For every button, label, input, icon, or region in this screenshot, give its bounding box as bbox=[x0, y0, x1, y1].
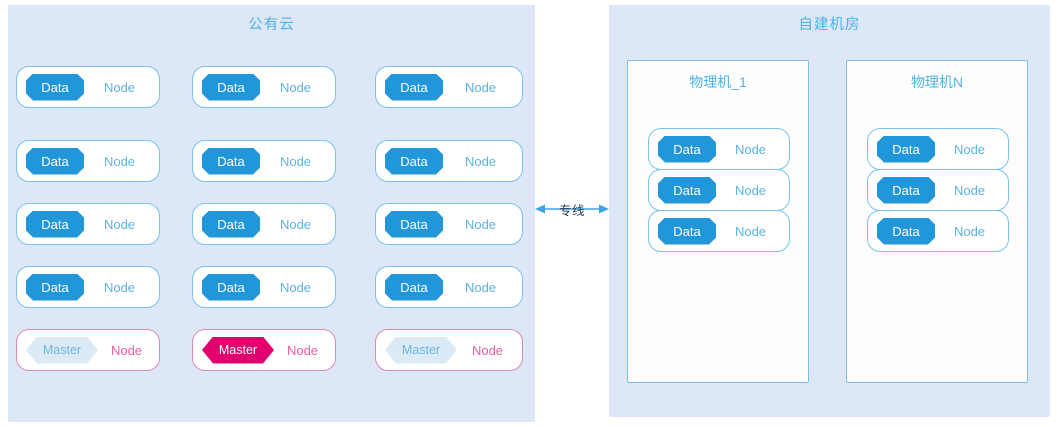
node-label: Node bbox=[103, 279, 136, 295]
data-badge: Data bbox=[658, 177, 716, 204]
node-label: Node bbox=[103, 216, 136, 232]
zone-idc-title: 自建机房 bbox=[798, 17, 861, 33]
machine-node-card-1-1[interactable]: Data Node bbox=[648, 128, 790, 170]
node-card-3-3[interactable]: Data Node bbox=[375, 203, 523, 245]
node-label: Node bbox=[464, 79, 497, 95]
node-card-3-5[interactable]: Master Node bbox=[375, 329, 523, 371]
dedicated-line-connector: 专线 bbox=[534, 196, 610, 222]
data-badge: Data bbox=[26, 74, 84, 101]
data-badge: Data bbox=[26, 211, 84, 238]
node-label: Node bbox=[286, 342, 319, 358]
node-card-2-3[interactable]: Data Node bbox=[192, 203, 336, 245]
node-label: Node bbox=[734, 223, 767, 239]
node-label: Node bbox=[279, 153, 312, 169]
node-label: Node bbox=[464, 279, 497, 295]
node-card-1-2[interactable]: Data Node bbox=[16, 140, 160, 182]
node-label: Node bbox=[103, 79, 136, 95]
node-card-1-4[interactable]: Data Node bbox=[16, 266, 160, 308]
machine-node-card-2-2[interactable]: Data Node bbox=[867, 169, 1009, 211]
data-badge: Data bbox=[385, 274, 443, 301]
node-label: Node bbox=[110, 342, 143, 358]
dedicated-line-label: 专线 bbox=[558, 203, 585, 218]
data-badge: Data bbox=[26, 148, 84, 175]
data-badge: Data bbox=[202, 148, 260, 175]
node-card-1-3[interactable]: Data Node bbox=[16, 203, 160, 245]
data-badge: Data bbox=[202, 211, 260, 238]
node-label: Node bbox=[953, 182, 986, 198]
node-card-3-4[interactable]: Data Node bbox=[375, 266, 523, 308]
zone-public-cloud-title: 公有云 bbox=[248, 17, 295, 33]
node-label: Node bbox=[464, 216, 497, 232]
node-card-1-5[interactable]: Master Node bbox=[16, 329, 160, 371]
data-badge: Data bbox=[385, 148, 443, 175]
data-badge: Data bbox=[202, 274, 260, 301]
node-card-2-4[interactable]: Data Node bbox=[192, 266, 336, 308]
data-badge: Data bbox=[385, 74, 443, 101]
machine-title: 物理机_1 bbox=[689, 74, 747, 90]
node-card-2-1[interactable]: Data Node bbox=[192, 66, 336, 108]
master-badge: Master bbox=[202, 337, 274, 364]
node-card-3-1[interactable]: Data Node bbox=[375, 66, 523, 108]
node-label: Node bbox=[464, 153, 497, 169]
data-badge: Data bbox=[658, 136, 716, 163]
node-label: Node bbox=[279, 216, 312, 232]
node-label: Node bbox=[953, 223, 986, 239]
node-card-2-2[interactable]: Data Node bbox=[192, 140, 336, 182]
node-label: Node bbox=[953, 141, 986, 157]
data-badge: Data bbox=[658, 218, 716, 245]
master-badge: Master bbox=[385, 337, 457, 364]
machine-node-card-1-2[interactable]: Data Node bbox=[648, 169, 790, 211]
node-card-2-5[interactable]: Master Node bbox=[192, 329, 336, 371]
data-badge: Data bbox=[202, 74, 260, 101]
node-label: Node bbox=[279, 279, 312, 295]
data-badge: Data bbox=[877, 177, 935, 204]
double-arrow-icon bbox=[535, 204, 609, 214]
machine-node-card-2-1[interactable]: Data Node bbox=[867, 128, 1009, 170]
data-badge: Data bbox=[877, 136, 935, 163]
data-badge: Data bbox=[26, 274, 84, 301]
node-label: Node bbox=[471, 342, 504, 358]
machine-node-card-2-3[interactable]: Data Node bbox=[867, 210, 1009, 252]
node-card-1-1[interactable]: Data Node bbox=[16, 66, 160, 108]
node-label: Node bbox=[734, 182, 767, 198]
machine-title: 物理机N bbox=[910, 74, 964, 90]
master-badge: Master bbox=[26, 337, 98, 364]
node-label: Node bbox=[734, 141, 767, 157]
node-label: Node bbox=[279, 79, 312, 95]
node-card-3-2[interactable]: Data Node bbox=[375, 140, 523, 182]
node-label: Node bbox=[103, 153, 136, 169]
machine-node-card-1-3[interactable]: Data Node bbox=[648, 210, 790, 252]
data-badge: Data bbox=[385, 211, 443, 238]
data-badge: Data bbox=[877, 218, 935, 245]
